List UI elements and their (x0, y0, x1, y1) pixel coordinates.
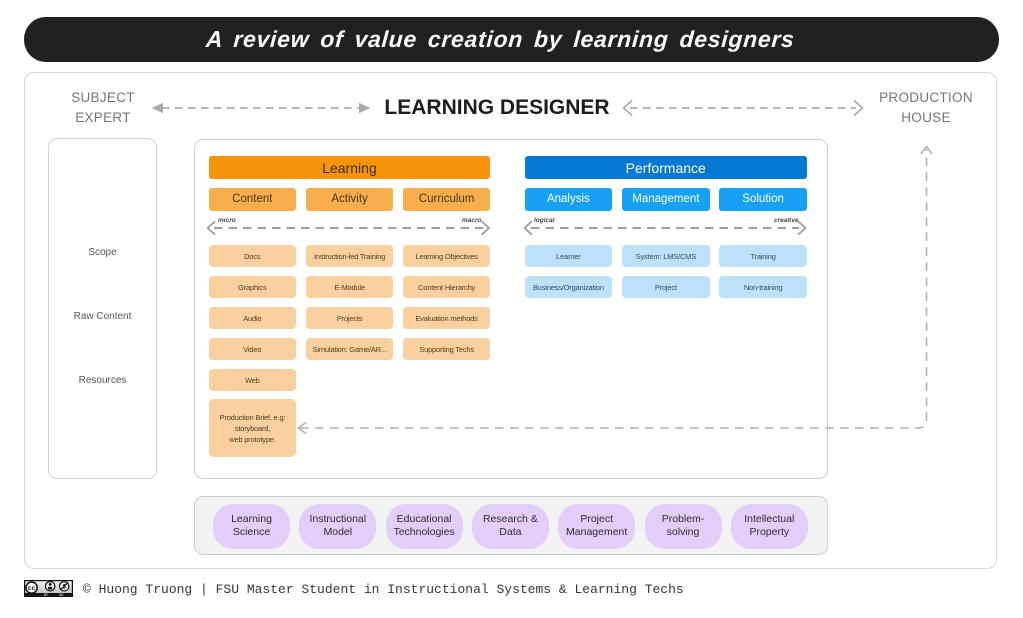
svg-text:$: $ (62, 584, 66, 591)
svg-text:BY: BY (44, 593, 49, 597)
svg-text:NC: NC (59, 593, 64, 597)
svg-text:cc: cc (28, 585, 36, 592)
